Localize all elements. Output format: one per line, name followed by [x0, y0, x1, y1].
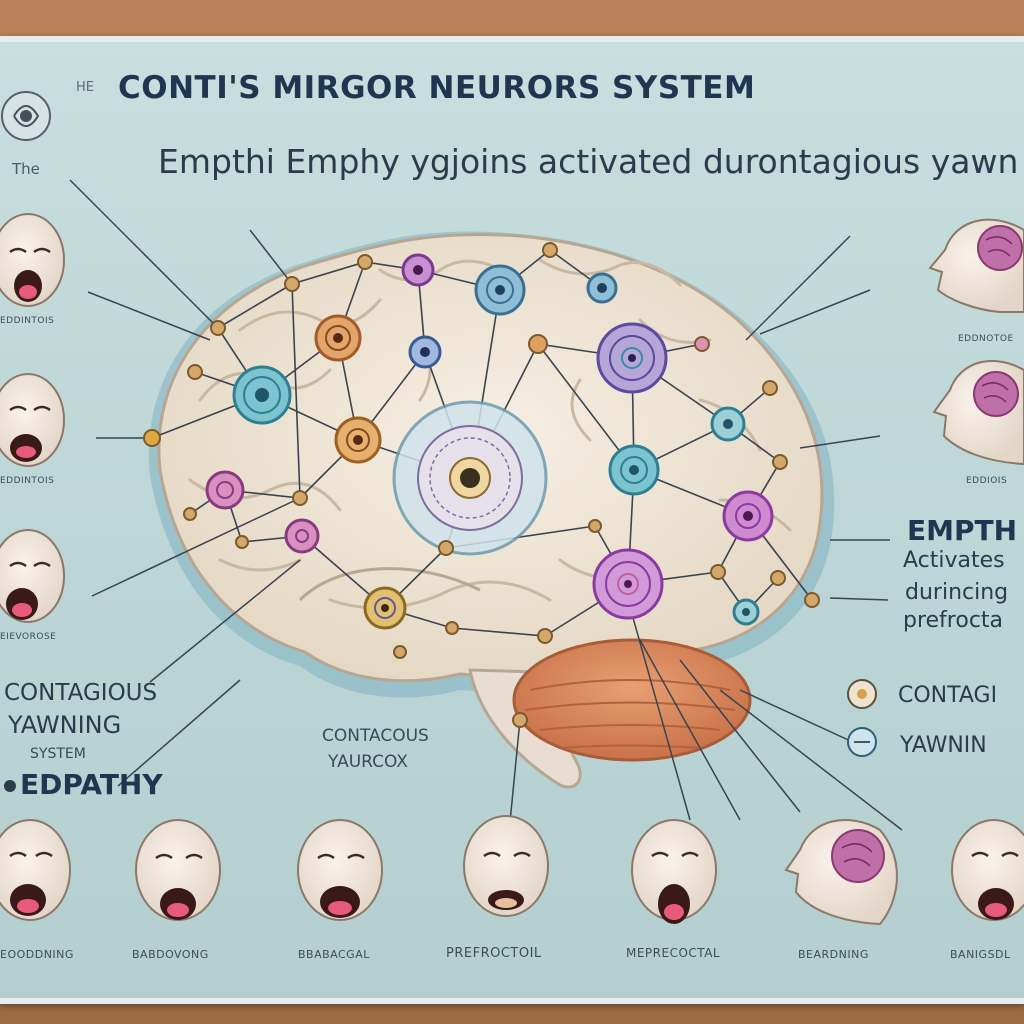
- face-left-1: [0, 213, 65, 307]
- node-blue: [408, 335, 442, 369]
- node-purple: [205, 470, 245, 510]
- central-mirror-neuron: [392, 400, 548, 556]
- minus-legend-icon: [847, 727, 877, 757]
- neural-network-links: [151, 248, 813, 637]
- right-block-title: EMPTH: [907, 514, 1018, 547]
- face-bottom-7: [951, 819, 1024, 921]
- legend-item-contagious: CONTAGI: [898, 683, 998, 708]
- left-label-contagious: CONTAGIOUS: [4, 680, 158, 706]
- face-bottom-1: [0, 819, 71, 921]
- center-label-2: YAURCOX: [328, 752, 408, 772]
- head-right-1: [928, 218, 1024, 313]
- face-left-3: [0, 529, 65, 623]
- side-caption: EDDINTOIS: [0, 316, 55, 326]
- node-orange: [334, 416, 382, 464]
- head-right-2: [932, 360, 1024, 466]
- bottom-caption: BBABACGAL: [298, 948, 370, 961]
- bottom-caption: BEARDNING: [798, 948, 869, 961]
- face-bottom-5: [631, 819, 717, 924]
- bottom-caption: MEPRECOCTAL: [626, 946, 721, 960]
- bottom-caption: PREFROCTOIL: [446, 946, 542, 961]
- node-teal: [710, 406, 746, 442]
- title-prefix: HE: [76, 80, 94, 95]
- left-label-system: SYSTEM: [30, 746, 86, 762]
- leader-lines: [69, 179, 903, 831]
- node-blue: [474, 264, 526, 316]
- bottom-caption: EOODDNING: [0, 948, 74, 961]
- face-bottom-2: [135, 819, 221, 921]
- bottom-caption: BABDOVONG: [132, 948, 209, 961]
- node-purple: [596, 322, 668, 394]
- neural-nodes: [143, 242, 820, 728]
- node-teal: [608, 444, 660, 496]
- left-label-yawning: YAWNING: [8, 711, 122, 739]
- right-block-line: prefrocta: [903, 608, 1004, 633]
- node-purple: [401, 253, 435, 287]
- face-bottom-3: [297, 819, 383, 921]
- bottom-caption: BANIGSDL: [950, 948, 1011, 961]
- side-caption: EDDINTOIS: [0, 476, 55, 486]
- node-purple: [284, 518, 320, 554]
- cerebellum: [512, 638, 752, 762]
- node-teal: [232, 365, 292, 425]
- subtitle-prefix: The: [12, 160, 40, 178]
- center-label-1: CONTACOUS: [322, 726, 429, 746]
- legend-item-yawning: YAWNIN: [900, 733, 987, 758]
- left-label-edpathy: EDPATHY: [20, 768, 163, 801]
- side-caption: EIEVOROSE: [0, 632, 57, 642]
- subtitle: Empthi Emphy ygjoins activated durontagi…: [158, 142, 1019, 181]
- node-blue: [586, 272, 618, 304]
- right-caption: EDDIOIS: [966, 476, 1008, 486]
- yawn-legend-icon: [847, 679, 877, 709]
- node-purple: [592, 548, 664, 620]
- page-title: CONTI'S MIRGOR NEURORS SYSTEM: [118, 70, 756, 106]
- node-orange: [314, 314, 362, 362]
- right-block-line: durincing: [905, 580, 1009, 605]
- face-bottom-4: [463, 815, 549, 917]
- node-purple: [722, 490, 774, 542]
- right-block-line: Activates: [903, 548, 1005, 573]
- head-bottom-profile: [784, 818, 898, 926]
- node-orange: [363, 586, 407, 630]
- right-caption: EDDNOTOE: [958, 334, 1014, 344]
- node-teal: [732, 598, 760, 626]
- face-left-2: [0, 373, 65, 467]
- edpathy-bullet-icon: [4, 780, 16, 792]
- emblem-icon: [1, 91, 51, 141]
